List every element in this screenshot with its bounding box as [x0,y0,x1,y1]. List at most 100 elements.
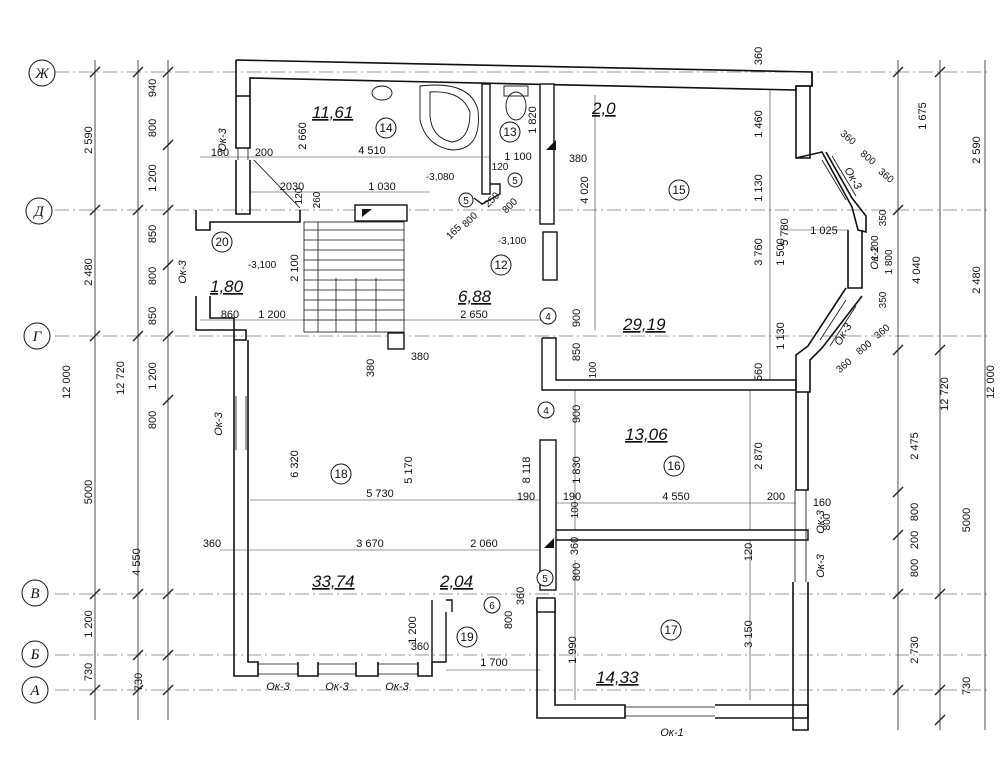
svg-text:В: В [30,586,39,602]
svg-text:-3,080: -3,080 [426,172,455,183]
svg-text:165: 165 [444,222,464,242]
svg-text:1 130: 1 130 [775,322,787,350]
svg-text:2 650: 2 650 [460,309,488,321]
axis-gridlines [55,71,990,691]
svg-text:2 590: 2 590 [971,136,983,164]
svg-text:900: 900 [571,405,583,423]
svg-text:2 475: 2 475 [909,432,921,460]
window-label-ok3-bottom-1: Ок-3 [266,681,290,693]
svg-text:800: 800 [909,503,921,521]
room-numbers: 14 13 15 12 20 16 18 19 17 [211,117,690,648]
room-18-area: 33,74 [312,572,355,591]
svg-text:190: 190 [563,491,581,503]
svg-text:200: 200 [767,491,785,503]
svg-text:200: 200 [909,531,921,549]
svg-text:850: 850 [147,307,159,325]
svg-text:1 200: 1 200 [258,309,286,321]
svg-text:8 118: 8 118 [521,457,533,484]
svg-text:6 320: 6 320 [289,450,301,478]
svg-text:800: 800 [500,196,520,216]
svg-text:800: 800 [822,513,833,530]
svg-text:1 675: 1 675 [917,102,929,130]
svg-text:1 100: 1 100 [870,235,881,260]
room-18-number: 18 [330,463,352,485]
svg-text:200: 200 [255,147,273,159]
marker-5-top: 5 [458,192,474,208]
svg-text:100: 100 [588,361,599,378]
right-dimension-labels: 1 675 2 590 4 040 2 480 2 475 12 720 12 … [909,102,997,695]
room-16-number: 16 [663,455,685,477]
stair [303,221,405,333]
svg-text:360: 360 [753,47,765,65]
svg-text:5 780: 5 780 [779,218,791,246]
room-19-number: 19 [456,626,478,648]
axis-marker-zh: Ж [28,59,56,87]
room-14-number: 14 [375,117,397,139]
svg-text:120: 120 [743,543,755,561]
svg-text:1 820: 1 820 [527,106,539,134]
axis-marker-a: А [21,676,49,704]
svg-text:850: 850 [147,225,159,243]
right-dimension-lines [892,60,986,730]
svg-text:17: 17 [664,623,678,637]
svg-text:4 040: 4 040 [911,256,923,284]
svg-text:6: 6 [489,601,495,612]
svg-text:-3,100: -3,100 [248,260,277,271]
marker-5-bottom: 5 [536,569,554,587]
svg-text:800: 800 [147,411,159,429]
svg-text:1 990: 1 990 [567,636,579,664]
svg-text:360: 360 [834,356,854,375]
axis-marker-v: В [21,579,49,607]
svg-text:2 660: 2 660 [297,122,309,150]
svg-text:5 170: 5 170 [403,456,415,484]
left-dimension-labels: 940 800 1 200 850 800 850 1 200 800 5000… [61,79,159,691]
svg-text:100: 100 [570,501,581,518]
svg-text:2 730: 2 730 [909,636,921,664]
svg-text:120: 120 [492,162,509,173]
svg-text:360: 360 [876,167,896,186]
svg-text:730: 730 [961,677,973,695]
svg-text:2 870: 2 870 [753,442,765,470]
svg-text:360: 360 [515,587,527,605]
section-markers: 4 4 5 5 5 6 [458,172,557,614]
svg-text:360: 360 [872,322,892,341]
svg-text:-3,100: -3,100 [498,236,527,247]
axis-marker-g: Г [23,322,51,350]
room-17-area: 14,33 [596,668,639,687]
svg-text:5000: 5000 [83,480,95,504]
svg-text:3 760: 3 760 [753,238,765,266]
svg-text:800: 800 [147,267,159,285]
svg-text:1 100: 1 100 [504,151,532,163]
svg-text:1 030: 1 030 [368,181,396,193]
interior-walls [354,83,809,663]
window-label-ok3-bottom-2: Ок-3 [325,681,349,693]
svg-text:4 020: 4 020 [579,176,591,204]
window-label-ok3-bottom-3: Ок-3 [385,681,409,693]
svg-text:1 200: 1 200 [407,616,419,644]
svg-text:1 200: 1 200 [83,610,95,638]
marker-4-lower: 4 [537,401,555,419]
window-label-ok2: Ок-2 [869,246,881,270]
window-label-ok3-right-1: Ок-3 [815,509,827,533]
svg-text:5: 5 [463,196,469,207]
svg-text:Б: Б [30,647,40,663]
room-19-area: 2,04 [439,572,473,591]
svg-text:5: 5 [542,574,548,585]
room-areas: 11,61 2,0 29,19 6,88 1,80 13,06 33,74 2,… [210,99,668,687]
room-13-area: 2,0 [591,99,616,118]
svg-text:360: 360 [569,537,581,555]
svg-text:380: 380 [569,153,587,165]
window-labels: Ок-3 Ок-3 Ок-3 Ок-3 Ок-3 Ок-3 Ок-3 Ок-3 … [177,127,881,739]
marker-6: 6 [483,596,501,614]
svg-text:360: 360 [411,641,429,653]
stair-arrow [362,140,556,548]
window-label-ok3-bay-bottom: Ок-3 [832,321,855,348]
svg-text:2 480: 2 480 [971,266,983,294]
svg-text:13: 13 [503,125,517,139]
svg-text:2 060: 2 060 [470,538,498,550]
svg-text:730: 730 [83,663,95,681]
svg-text:360: 360 [838,129,858,148]
svg-text:1 500: 1 500 [775,238,787,266]
svg-text:800: 800 [854,338,874,357]
